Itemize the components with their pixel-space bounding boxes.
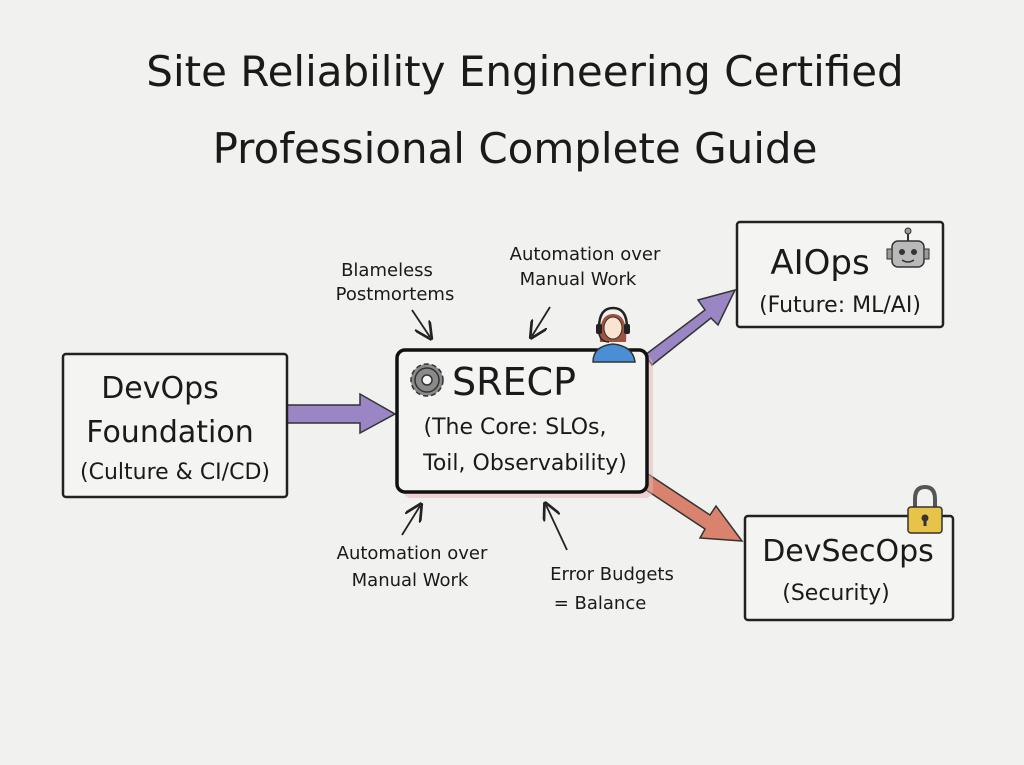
svg-text:Error Budgets: Error Budgets <box>550 564 674 585</box>
devsecops-subtitle: (Security) <box>782 581 890 606</box>
lock-icon <box>907 484 943 534</box>
annotation-automation-bottom: Automation over Manual Work <box>337 506 488 591</box>
arrow-srecp-to-aiops <box>643 288 737 367</box>
svg-text:= Balance: = Balance <box>554 593 647 614</box>
node-devops: DevOps Foundation (Culture & CI/CD) <box>61 352 289 499</box>
svg-text:Postmortems: Postmortems <box>336 284 455 305</box>
devops-line1: DevOps <box>101 371 219 406</box>
title-line2: Professional Complete Guide <box>213 124 818 173</box>
aiops-subtitle: (Future: ML/AI) <box>759 293 921 318</box>
devsecops-title: DevSecOps <box>762 534 934 569</box>
aiops-title: AIOps <box>770 243 869 283</box>
srecp-line2: Toil, Observability) <box>422 451 627 476</box>
node-aiops: AIOps (Future: ML/AI) <box>735 220 945 329</box>
annotation-automation-top: Automation over Manual Work <box>510 244 661 336</box>
svg-text:Blameless: Blameless <box>341 260 433 281</box>
srecp-line1: (The Core: SLOs, <box>423 415 606 440</box>
support-agent-icon <box>592 306 636 363</box>
arrow-devops-to-srecp <box>286 392 397 435</box>
gear-icon <box>410 363 444 397</box>
svg-text:Automation over: Automation over <box>337 543 488 564</box>
srecp-title: SRECP <box>452 360 576 404</box>
devops-line2: Foundation <box>86 415 253 450</box>
robot-icon <box>886 227 930 268</box>
svg-text:Manual Work: Manual Work <box>352 570 469 591</box>
devops-line3: (Culture & CI/CD) <box>80 460 270 485</box>
svg-text:Automation over: Automation over <box>510 244 661 265</box>
annotation-error-budgets: Error Budgets = Balance <box>546 505 674 614</box>
title-line1: Site Reliability Engineering Certified <box>146 47 903 96</box>
arrow-srecp-to-devsecops <box>639 470 744 542</box>
node-srecp: SRECP (The Core: SLOs, Toil, Observabili… <box>395 306 653 498</box>
annotation-blameless: Blameless Postmortems <box>336 260 455 337</box>
svg-text:Manual Work: Manual Work <box>520 269 637 290</box>
node-devsecops: DevSecOps (Security) <box>743 484 955 622</box>
